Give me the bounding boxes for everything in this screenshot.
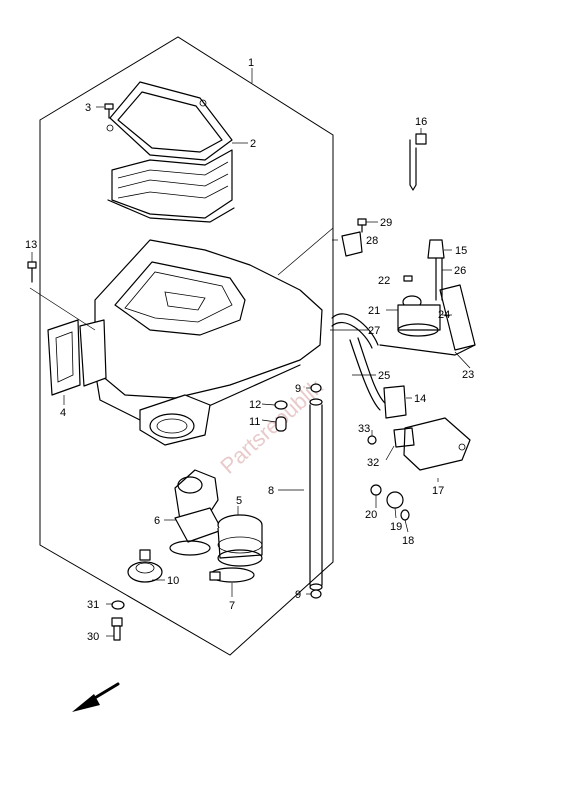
callout-21: 21	[368, 305, 380, 317]
callout-30: 30	[87, 631, 99, 643]
callout-14: 14	[414, 393, 426, 405]
drain-plug-30	[111, 617, 123, 641]
grommet-10	[127, 549, 163, 583]
callout-7: 7	[229, 600, 235, 612]
callout-16: 16	[415, 116, 427, 128]
callout-12: 12	[249, 399, 261, 411]
washer-31	[111, 600, 125, 610]
callout-5: 5	[236, 495, 242, 507]
clamp-16	[409, 133, 427, 191]
hose-27	[331, 313, 379, 349]
cushion-19	[386, 491, 404, 509]
screw-22	[403, 275, 413, 282]
clamps-7	[169, 540, 255, 583]
bolt-13	[27, 261, 37, 283]
callout-4: 4	[60, 407, 66, 419]
callout-13: 13	[25, 239, 37, 251]
solenoid-21	[397, 295, 441, 337]
valve-14	[383, 385, 407, 419]
callout-17: 17	[432, 485, 444, 497]
callout-31: 31	[87, 599, 99, 611]
callout-27: 27	[368, 325, 380, 337]
clip-9-upper	[310, 383, 322, 393]
screw-3	[104, 103, 114, 119]
callout-labels: 1 2 3 4 5 6 7 8 9 9 10 11 12 13 14 15 16…	[25, 57, 474, 643]
leader-lines	[29, 68, 471, 637]
bracket-23	[379, 344, 476, 356]
bolt-33	[367, 435, 377, 445]
callout-8: 8	[268, 485, 274, 497]
callout-20: 20	[365, 509, 377, 521]
callout-15: 15	[455, 245, 467, 257]
bolt-20	[370, 484, 382, 496]
bracket-17	[403, 417, 471, 471]
intake-boot-6	[174, 469, 223, 543]
gasket-4	[47, 319, 107, 396]
valve-15	[427, 239, 445, 259]
clip-9-lower	[310, 589, 322, 599]
bolt-29	[357, 218, 367, 233]
front-direction-arrow-icon	[72, 682, 120, 712]
callout-26: 26	[454, 265, 466, 277]
callout-3: 3	[85, 102, 91, 114]
callout-18: 18	[402, 535, 414, 547]
callout-32: 32	[367, 457, 379, 469]
air-filter-element	[106, 81, 235, 223]
callout-19: 19	[390, 521, 402, 533]
bracket-28	[341, 231, 363, 257]
funnel-5	[217, 514, 263, 567]
callout-9-lower: 9	[295, 589, 301, 601]
callout-24: 24	[438, 309, 450, 321]
hose-11	[275, 416, 287, 432]
callout-28: 28	[366, 235, 378, 247]
callout-33: 33	[358, 423, 370, 435]
callout-9-upper: 9	[295, 383, 301, 395]
callout-22: 22	[378, 275, 390, 287]
drain-hose-8	[309, 398, 323, 591]
callout-25: 25	[378, 370, 390, 382]
hose-25	[349, 337, 387, 411]
hose-26	[435, 257, 443, 301]
callout-1: 1	[248, 57, 254, 69]
callout-2: 2	[250, 138, 256, 150]
callout-6: 6	[154, 515, 160, 527]
collar-18	[400, 509, 410, 521]
callout-11: 11	[249, 416, 260, 428]
cap-12	[274, 400, 288, 410]
assembly-frame	[39, 36, 334, 656]
callout-10: 10	[167, 575, 179, 587]
callout-29: 29	[380, 217, 392, 229]
air-cleaner-case	[94, 239, 323, 446]
callout-23: 23	[462, 369, 474, 381]
clip-32	[393, 427, 415, 448]
